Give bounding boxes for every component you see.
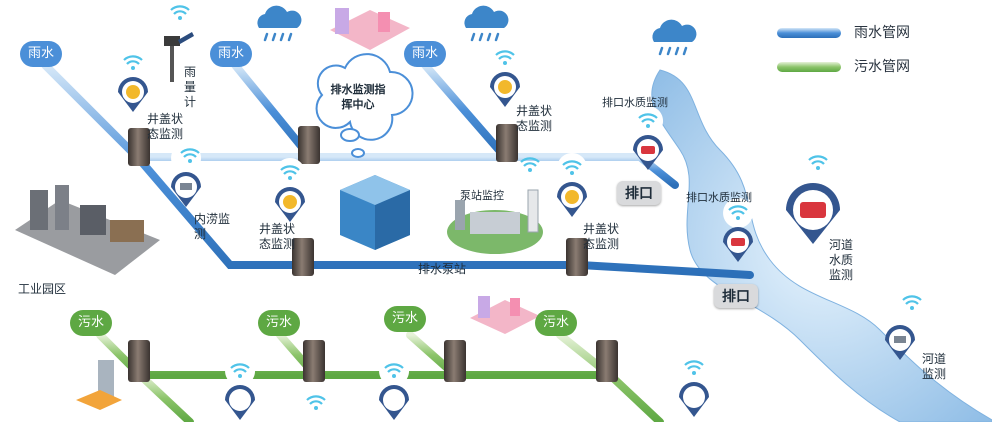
sewage-tag: 污水	[384, 306, 427, 332]
pump-station-label: 排水泵站	[418, 262, 467, 276]
apartment-building	[76, 360, 122, 410]
legend-sewage-swatch	[777, 62, 841, 72]
manhole-monitor-label: 井盖状态监测	[259, 222, 296, 251]
rain-gauge-label: 雨量计	[184, 65, 197, 109]
rain-tag: 雨水	[20, 41, 63, 67]
outlet-badge: 排口	[714, 284, 758, 308]
residential-block-top	[330, 8, 410, 50]
legend-rain-label: 雨水管网	[854, 25, 910, 41]
legend-rain-swatch	[777, 28, 841, 38]
river-monitor-label: 河道监测	[922, 352, 947, 381]
pump-monitor-label: 泵站监控	[460, 189, 504, 202]
sewage-tag: 污水	[258, 310, 301, 336]
industrial-park-label: 工业园区	[18, 282, 67, 296]
residential-block-bottom	[470, 296, 540, 334]
outlet-quality-label: 排口水质监测	[602, 96, 668, 109]
legend-sewage-label: 污水管网	[854, 59, 910, 75]
outlet-quality-label: 排口水质监测	[686, 191, 752, 204]
river	[651, 69, 992, 422]
command-center-label: 排水监测指挥中心	[330, 83, 386, 111]
rain-tag: 雨水	[404, 41, 447, 67]
pump-station-building	[447, 189, 543, 254]
command-center-bubble	[315, 53, 414, 158]
waterlog-monitor-label: 内涝监测	[194, 212, 231, 241]
manhole-monitor-label: 井盖状态监测	[147, 112, 184, 141]
sensor-pins	[118, 43, 916, 420]
outlet-badge: 排口	[617, 181, 661, 205]
sewage-tag: 污水	[535, 310, 578, 336]
sewage-tag: 污水	[70, 310, 113, 336]
sewer-pipes	[96, 331, 664, 422]
river-quality-label: 河道水质监测	[829, 238, 854, 282]
rain-gauge-device	[164, 32, 194, 82]
industrial-park	[15, 185, 160, 275]
manhole-wells	[128, 124, 618, 382]
rain-cloud-icons	[256, 4, 698, 56]
command-building	[340, 175, 410, 250]
rain-tag: 雨水	[210, 41, 253, 67]
manhole-monitor-label: 井盖状态监测	[583, 222, 620, 251]
manhole-monitor-label: 井盖状态监测	[516, 104, 553, 133]
